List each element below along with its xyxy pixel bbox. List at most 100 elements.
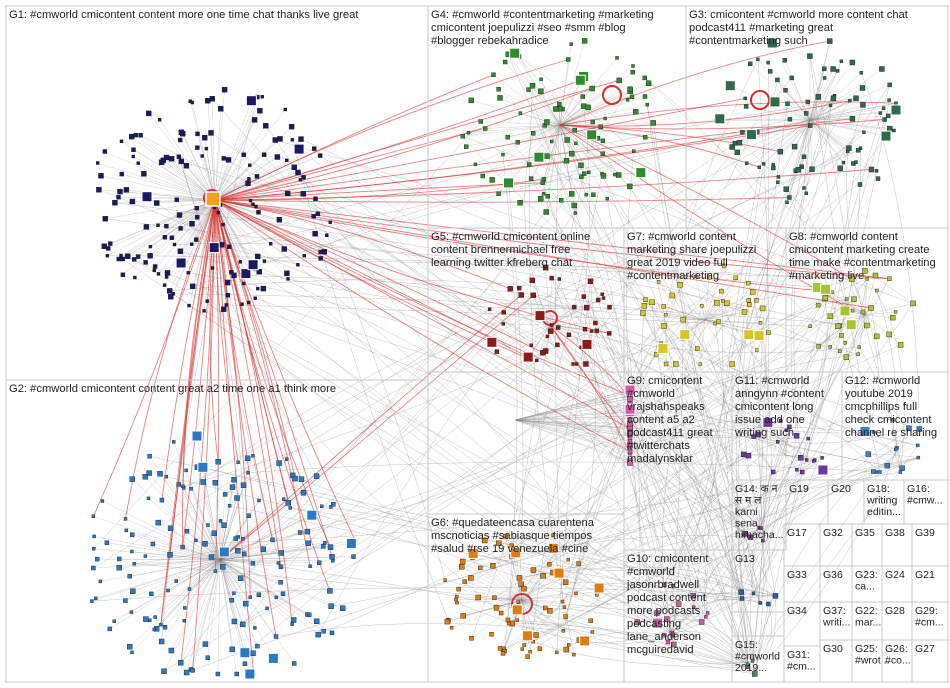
node[interactable] xyxy=(559,198,564,203)
node[interactable] xyxy=(853,95,859,101)
node[interactable] xyxy=(460,613,466,619)
node[interactable] xyxy=(808,123,813,128)
node[interactable] xyxy=(721,299,725,303)
node[interactable] xyxy=(229,270,234,275)
node[interactable] xyxy=(868,305,874,311)
node[interactable] xyxy=(260,546,266,552)
node[interactable] xyxy=(487,307,492,311)
node[interactable] xyxy=(221,156,227,161)
node[interactable] xyxy=(107,626,112,632)
avatar-node[interactable] xyxy=(522,351,534,363)
node[interactable] xyxy=(278,550,284,556)
node[interactable] xyxy=(815,302,821,308)
node[interactable] xyxy=(227,504,232,508)
node[interactable] xyxy=(260,285,267,292)
node[interactable] xyxy=(582,171,587,176)
node[interactable] xyxy=(516,600,520,604)
node[interactable] xyxy=(231,272,237,279)
node[interactable] xyxy=(538,195,544,202)
node[interactable] xyxy=(317,153,323,158)
node[interactable] xyxy=(483,126,488,131)
node[interactable] xyxy=(138,132,143,138)
node[interactable] xyxy=(859,71,863,75)
node[interactable] xyxy=(143,616,149,622)
node[interactable] xyxy=(738,589,744,595)
node[interactable] xyxy=(529,343,533,347)
node[interactable] xyxy=(743,104,749,109)
node[interactable] xyxy=(117,556,122,562)
node[interactable] xyxy=(874,169,879,173)
node[interactable] xyxy=(600,173,607,179)
node[interactable] xyxy=(850,308,855,313)
node[interactable] xyxy=(497,646,503,651)
node[interactable] xyxy=(164,270,171,276)
node[interactable] xyxy=(174,579,178,583)
node[interactable] xyxy=(492,595,497,600)
node[interactable] xyxy=(816,344,821,349)
node[interactable] xyxy=(323,541,327,545)
node[interactable] xyxy=(292,475,298,482)
node[interactable] xyxy=(119,253,123,258)
node[interactable] xyxy=(537,646,543,651)
node[interactable] xyxy=(804,191,808,196)
node[interactable] xyxy=(245,180,251,186)
node[interactable] xyxy=(169,235,175,240)
node[interactable] xyxy=(721,263,727,269)
node[interactable] xyxy=(241,537,245,541)
node[interactable] xyxy=(745,452,752,459)
node[interactable] xyxy=(211,530,217,536)
node[interactable] xyxy=(205,97,211,104)
node[interactable] xyxy=(325,233,329,238)
node[interactable] xyxy=(632,149,636,153)
node[interactable] xyxy=(176,154,182,159)
node[interactable] xyxy=(640,310,646,316)
node[interactable] xyxy=(164,275,169,279)
node[interactable] xyxy=(105,253,110,258)
node[interactable] xyxy=(680,316,686,323)
node[interactable] xyxy=(540,350,546,356)
node[interactable] xyxy=(526,87,531,92)
node[interactable] xyxy=(251,202,255,207)
avatar-node[interactable] xyxy=(240,268,252,280)
node[interactable] xyxy=(276,460,282,466)
node[interactable] xyxy=(231,618,238,625)
avatar-node[interactable] xyxy=(141,191,153,203)
node[interactable] xyxy=(502,59,508,65)
node[interactable] xyxy=(758,321,763,325)
node[interactable] xyxy=(473,162,478,167)
node[interactable] xyxy=(650,120,656,126)
node[interactable] xyxy=(158,638,165,645)
node[interactable] xyxy=(218,519,223,523)
node[interactable] xyxy=(756,57,760,62)
node[interactable] xyxy=(204,146,209,151)
node[interactable] xyxy=(755,431,761,438)
node[interactable] xyxy=(329,630,335,636)
node[interactable] xyxy=(161,668,167,674)
node[interactable] xyxy=(500,651,506,656)
node[interactable] xyxy=(543,209,549,215)
node[interactable] xyxy=(732,140,738,146)
node[interactable] xyxy=(247,177,251,181)
node[interactable] xyxy=(273,634,279,639)
avatar-node[interactable] xyxy=(817,464,829,476)
node[interactable] xyxy=(180,544,185,550)
node[interactable] xyxy=(875,176,881,181)
node[interactable] xyxy=(761,538,765,543)
node[interactable] xyxy=(766,60,770,65)
node[interactable] xyxy=(761,162,766,166)
node[interactable] xyxy=(600,151,605,156)
node[interactable] xyxy=(645,80,652,87)
node[interactable] xyxy=(460,133,465,139)
node[interactable] xyxy=(217,106,224,112)
node[interactable] xyxy=(225,157,232,163)
node[interactable] xyxy=(785,101,790,106)
node[interactable] xyxy=(152,627,157,632)
node[interactable] xyxy=(634,619,640,625)
node[interactable] xyxy=(563,614,568,619)
node[interactable] xyxy=(177,248,184,254)
node[interactable] xyxy=(822,76,827,80)
node[interactable] xyxy=(795,468,799,472)
node[interactable] xyxy=(219,242,225,248)
avatar-node[interactable] xyxy=(547,542,559,554)
node[interactable] xyxy=(216,210,221,215)
